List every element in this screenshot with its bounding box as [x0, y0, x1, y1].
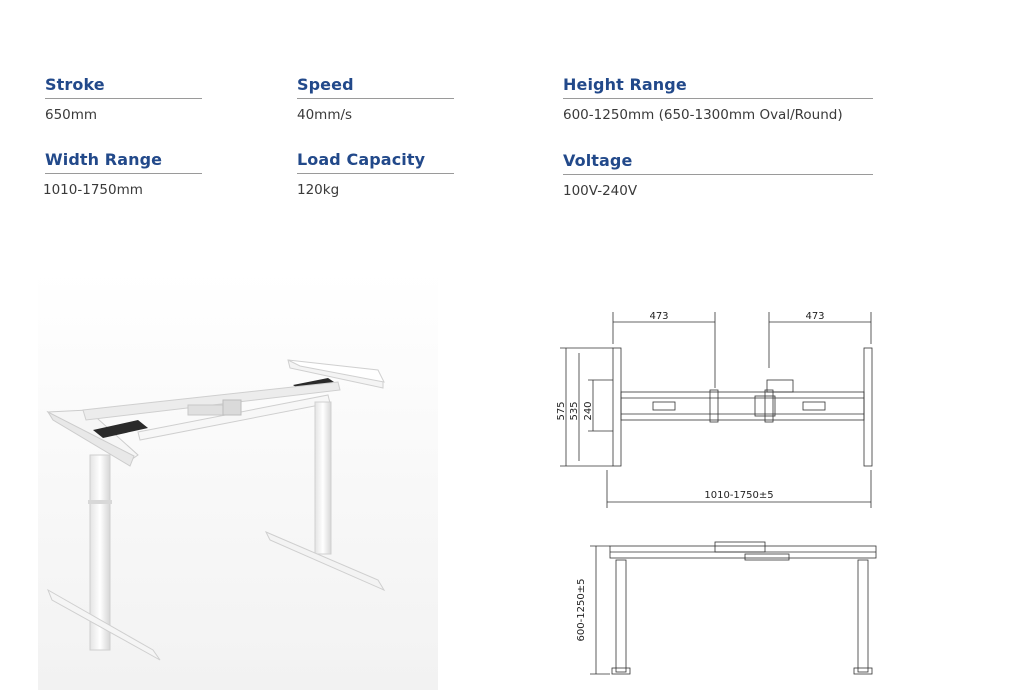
- spec-title: Voltage: [563, 151, 873, 175]
- spec-title: Height Range: [563, 75, 873, 99]
- spec-value: 650mm: [45, 107, 98, 123]
- spec-title: Speed: [297, 75, 454, 99]
- spec-title: Width Range: [45, 150, 202, 174]
- spec-title: Stroke: [45, 75, 202, 99]
- dim-535: 535: [569, 401, 580, 420]
- dim-240: 240: [583, 401, 594, 420]
- spec-load-capacity: Load Capacity 120kg: [297, 150, 454, 198]
- spec-value: 600-1250mm (650-1300mm Oval/Round): [563, 107, 843, 123]
- top-view-drawing: 473 473 575 535 240 1010-1750±5: [556, 311, 873, 508]
- spec-width-range: Width Range 1010-1750mm: [43, 150, 202, 198]
- dim-width: 1010-1750±5: [704, 490, 773, 501]
- spec-value: 120kg: [297, 182, 340, 198]
- spec-value: 1010-1750mm: [43, 182, 143, 198]
- spec-voltage: Voltage 100V-240V: [563, 151, 873, 199]
- spec-stroke: Stroke 650mm: [45, 75, 202, 123]
- spec-title: Load Capacity: [297, 150, 454, 174]
- front-view-drawing: 600-1250±5: [576, 541, 877, 675]
- desk-frame-photo: [38, 270, 438, 690]
- dim-right-top: 473: [805, 311, 824, 322]
- spec-value: 100V-240V: [563, 183, 638, 199]
- dim-575: 575: [556, 401, 567, 420]
- dim-height: 600-1250±5: [576, 579, 587, 642]
- dim-left-top: 473: [649, 311, 668, 322]
- spec-value: 40mm/s: [297, 107, 353, 123]
- spec-height-range: Height Range 600-1250mm (650-1300mm Oval…: [563, 75, 873, 123]
- spec-speed: Speed 40mm/s: [297, 75, 454, 123]
